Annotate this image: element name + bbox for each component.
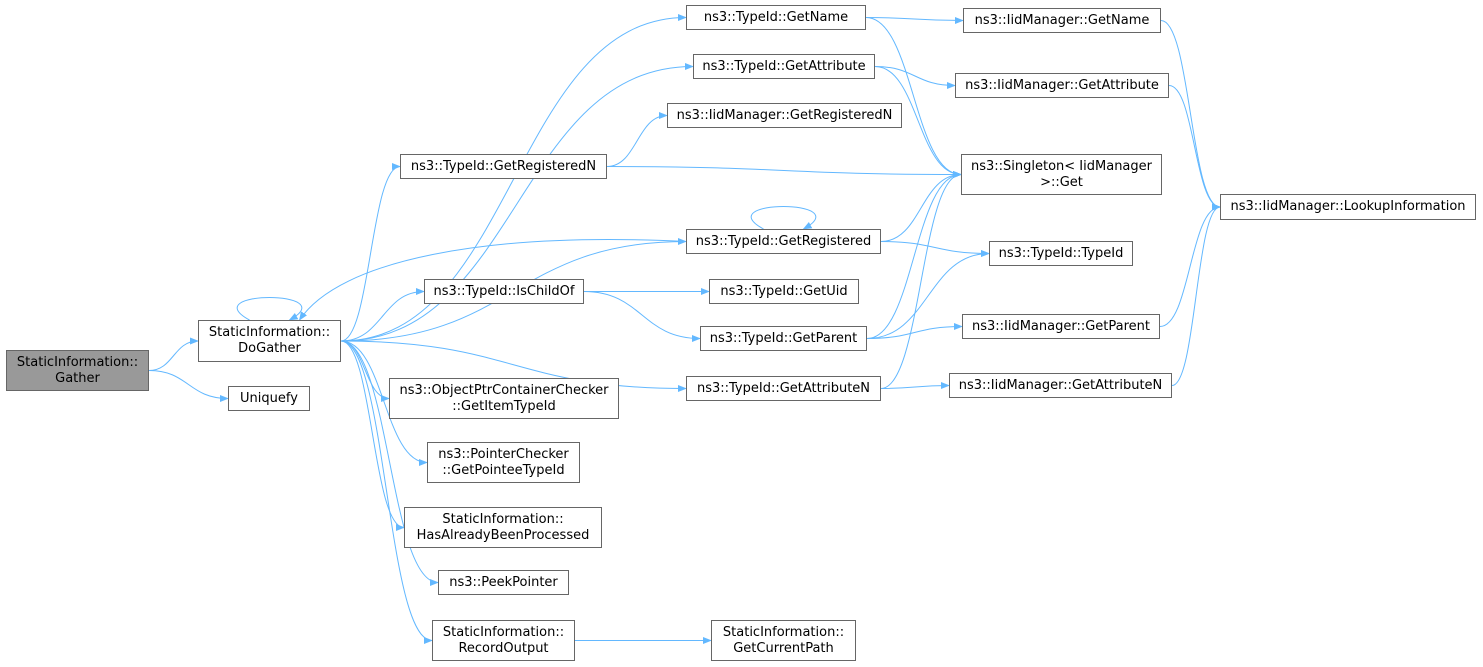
node-label-line: RecordOutput [458, 640, 549, 656]
node-label-line: ns3::TypeId::GetParent [709, 330, 858, 346]
node-label-line: GetCurrentPath [733, 640, 834, 656]
edge-dogather-to-getpointeetypeid [340, 340, 428, 467]
node-label-line: ns3::PointerChecker [438, 446, 569, 462]
edge-ischildof-to-getparent [583, 291, 701, 343]
edge-iid-getname-to-lookupinformation [1160, 20, 1221, 211]
edge-dogather-to-getattributen [340, 340, 687, 393]
node-getpointeetypeid[interactable]: ns3::PointerChecker::GetPointeeTypeId [427, 442, 580, 483]
edge-iid-getparent-to-lookupinformation [1159, 203, 1221, 327]
node-dogather[interactable]: StaticInformation::DoGather [198, 320, 341, 362]
edge-getparent-to-typeid-ctor [866, 249, 990, 339]
edge-dogather-to-ischildof [340, 287, 425, 342]
node-label-line: ns3::IidManager::GetAttributeN [958, 377, 1163, 393]
node-gather[interactable]: StaticInformation::Gather [6, 350, 149, 391]
node-label-line: ns3::TypeId::IsChildOf [433, 283, 575, 299]
edge-getname-to-singleton-get [865, 17, 962, 179]
node-label-line: ns3::IidManager::GetParent [971, 318, 1151, 334]
node-getitemtypeid[interactable]: ns3::ObjectPtrContainerChecker::GetItemT… [389, 378, 619, 419]
edge-getattribute-to-singleton-get [874, 66, 962, 179]
edge-dogather-to-getattribute [340, 62, 694, 342]
node-label-line: ns3::Singleton< IidManager [970, 158, 1152, 174]
node-getattribute[interactable]: ns3::TypeId::GetAttribute [693, 54, 875, 79]
node-label-line: ns3::TypeId::GetUid [720, 283, 848, 299]
node-getname[interactable]: ns3::TypeId::GetName [686, 5, 866, 30]
edge-getregistered-to-getregistered [750, 206, 817, 230]
node-label-line: StaticInformation:: [442, 511, 564, 527]
node-label-line: ::GetPointeeTypeId [442, 462, 565, 478]
node-getattributen[interactable]: ns3::TypeId::GetAttributeN [686, 376, 881, 401]
node-label-line: ns3::IidManager::GetName [974, 12, 1150, 28]
node-label-line: ::GetItemTypeId [452, 398, 556, 414]
node-label-line: ns3::PeekPointer [449, 574, 558, 590]
edge-getattributen-to-singleton-get [880, 170, 962, 389]
edge-getregistered-to-typeid-ctor [880, 241, 990, 258]
edge-iid-getattribute-to-lookupinformation [1168, 85, 1221, 211]
edge-dogather-to-recordoutput [340, 340, 433, 645]
node-label-line: StaticInformation:: [722, 624, 845, 640]
edge-gather-to-uniquefy [148, 370, 229, 403]
node-label-line: ns3::TypeId::GetAttribute [702, 58, 866, 74]
edge-getattributen-to-iid-getattributen [880, 381, 950, 390]
edge-getregisteredn-to-iid-getregisteredn [606, 111, 668, 167]
edge-dogather-to-getname [340, 13, 687, 342]
node-label-line: ns3::IidManager::GetRegisteredN [676, 107, 893, 123]
node-label-line: StaticInformation:: [16, 354, 139, 370]
node-hasalready[interactable]: StaticInformation::HasAlreadyBeenProcess… [404, 507, 602, 548]
node-lookupinformation[interactable]: ns3::IidManager::LookupInformation [1220, 194, 1476, 220]
node-getregistered[interactable]: ns3::TypeId::GetRegistered [686, 229, 881, 254]
edge-getregistered-to-singleton-get [880, 170, 962, 242]
node-typeid-ctor[interactable]: ns3::TypeId::TypeId [989, 241, 1133, 266]
node-label-line: StaticInformation:: [442, 624, 565, 640]
node-label-line: >::Get [1040, 174, 1083, 190]
edge-getattribute-to-iid-getattribute [874, 66, 956, 90]
edge-getname-to-iid-getname [865, 16, 964, 25]
node-iid-getattribute[interactable]: ns3::IidManager::GetAttribute [955, 73, 1169, 98]
node-label-line: ns3::IidManager::LookupInformation [1230, 199, 1466, 214]
edge-getparent-to-singleton-get [866, 170, 962, 339]
edge-getparent-to-iid-getparent [866, 322, 963, 339]
node-iid-getname[interactable]: ns3::IidManager::GetName [963, 8, 1161, 33]
edge-getregistered-to-dogather [298, 239, 687, 321]
edge-dogather-to-getregisteredn [340, 162, 401, 342]
node-label-line: ns3::TypeId::GetName [703, 9, 849, 25]
edge-dogather-to-peekpointer [340, 340, 439, 587]
node-label-line: ns3::ObjectPtrContainerChecker [399, 382, 609, 398]
node-uniquefy[interactable]: Uniquefy [228, 386, 310, 411]
node-recordoutput[interactable]: StaticInformation::RecordOutput [432, 620, 575, 661]
node-label-line: StaticInformation:: [208, 325, 331, 340]
edge-getregisteredn-to-singleton-get [606, 166, 962, 179]
node-peekpointer[interactable]: ns3::PeekPointer [438, 570, 569, 595]
edge-dogather-to-getitemtypeid [340, 340, 390, 403]
node-label-line: HasAlreadyBeenProcessed [416, 527, 590, 543]
node-iid-getattributen[interactable]: ns3::IidManager::GetAttributeN [949, 373, 1172, 398]
node-label-line: DoGather [238, 341, 301, 356]
node-getcurrentpath[interactable]: StaticInformation::GetCurrentPath [711, 620, 856, 661]
node-ischildof[interactable]: ns3::TypeId::IsChildOf [424, 279, 584, 304]
node-getuid[interactable]: ns3::TypeId::GetUid [709, 279, 859, 304]
node-label-line: ns3::TypeId::GetAttributeN [696, 380, 871, 396]
edge-dogather-to-hasalready [340, 340, 405, 532]
node-label-line: Uniquefy [240, 390, 298, 406]
node-label-line: ns3::TypeId::GetRegisteredN [410, 158, 597, 174]
node-iid-getparent[interactable]: ns3::IidManager::GetParent [962, 314, 1160, 339]
node-iid-getregisteredn[interactable]: ns3::IidManager::GetRegisteredN [667, 103, 902, 128]
edge-gather-to-dogather [148, 337, 199, 371]
node-label-line: Gather [55, 370, 100, 386]
node-label-line: ns3::TypeId::TypeId [998, 245, 1124, 261]
node-getparent[interactable]: ns3::TypeId::GetParent [700, 326, 867, 351]
node-getregisteredn[interactable]: ns3::TypeId::GetRegisteredN [400, 154, 607, 179]
node-label-line: ns3::TypeId::GetRegistered [695, 233, 872, 249]
edge-iid-getattributen-to-lookupinformation [1171, 203, 1221, 386]
node-singleton-get[interactable]: ns3::Singleton< IidManager >::Get [961, 154, 1162, 195]
node-label-line: ns3::IidManager::GetAttribute [965, 77, 1159, 93]
edge-dogather-to-dogather [236, 297, 303, 321]
